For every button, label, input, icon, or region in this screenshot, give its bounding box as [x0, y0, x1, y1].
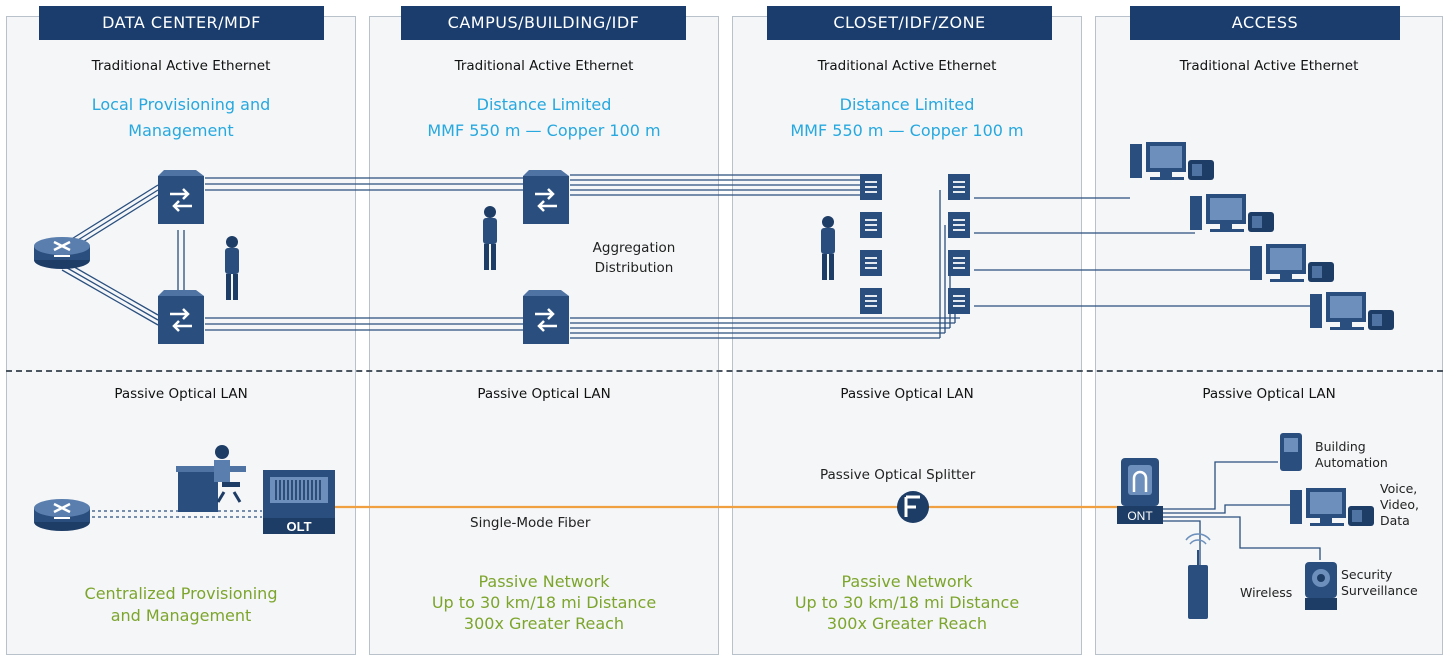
subtitle-pon-mdf: Passive Optical LAN [114, 386, 248, 402]
desktop-phone-icon [1310, 292, 1394, 330]
subtitle-pon-closet: Passive Optical LAN [840, 386, 974, 402]
core-switch-bottom-icon [156, 288, 206, 346]
note-line: Up to 30 km/18 mi Distance [431, 593, 657, 612]
subtitle-active-ethernet-closet: Traditional Active Ethernet [817, 58, 997, 74]
label-line: Aggregation [592, 240, 676, 256]
subtitle-active-ethernet-campus: Traditional Active Ethernet [454, 58, 634, 74]
subtitle-active-ethernet-access: Traditional Active Ethernet [1179, 58, 1359, 74]
access-switch-icon [947, 249, 971, 277]
label-line: Video, [1380, 497, 1419, 512]
aggregation-switch-top-icon [521, 168, 571, 226]
subtitle-pon-access: Passive Optical LAN [1202, 386, 1336, 402]
ont-icon [1117, 458, 1163, 524]
passive-optical-splitter-label: Passive Optical Splitter [820, 467, 976, 483]
voice-video-data-label: Voice, Video, Data [1380, 481, 1419, 529]
label-line: Building [1315, 439, 1366, 454]
note-distance-limited-campus: Distance Limited MMF 550 m — Copper 100 … [369, 92, 719, 144]
aggregation-switch-bottom-icon [521, 288, 571, 346]
wireless-access-point-icon [1185, 533, 1211, 619]
label-line: Automation [1315, 455, 1388, 470]
building-automation-label: Building Automation [1315, 439, 1388, 471]
closet-switch-icon [859, 287, 883, 315]
note-line: MMF 550 m — Copper 100 m [790, 121, 1024, 140]
tab-data-center: DATA CENTER/MDF [39, 6, 324, 40]
tab-campus: CAMPUS/BUILDING/IDF [401, 6, 686, 40]
core-switch-top-icon [156, 168, 206, 226]
label-line: Surveillance [1341, 583, 1418, 598]
note-line: Up to 30 km/18 mi Distance [794, 593, 1020, 612]
note-line: 300x Greater Reach [463, 614, 625, 633]
note-local-provisioning: Local Provisioning and Management [6, 92, 356, 144]
desktop-phone-icon [1290, 488, 1374, 526]
note-line: Centralized Provisioning [84, 584, 278, 603]
access-switch-icon [947, 173, 971, 201]
note-centralized-provisioning: Centralized Provisioning and Management [6, 583, 356, 627]
desktop-phone-icon [1190, 194, 1274, 232]
label-line: Distribution [594, 260, 674, 276]
building-automation-device-icon [1280, 433, 1302, 471]
single-mode-fiber-label: Single-Mode Fiber [470, 515, 591, 531]
aggregation-distribution-label: Aggregation Distribution [584, 238, 684, 278]
note-line: Passive Network [841, 572, 973, 591]
label-line: Security [1341, 567, 1393, 582]
closet-switch-icon [859, 173, 883, 201]
section-divider [6, 370, 1443, 372]
access-switch-icon [947, 287, 971, 315]
ont-label: ONT [1127, 509, 1153, 523]
subtitle-pon-campus: Passive Optical LAN [477, 386, 611, 402]
note-line: and Management [110, 606, 252, 625]
operator-desk-icon [176, 445, 246, 512]
security-surveillance-label: Security Surveillance [1341, 567, 1418, 599]
label-line: Voice, [1380, 481, 1418, 496]
note-line: MMF 550 m — Copper 100 m [427, 121, 661, 140]
note-line: Distance Limited [476, 95, 612, 114]
olt-label: OLT [286, 519, 311, 534]
closet-switch-icon [859, 249, 883, 277]
note-distance-limited-closet: Distance Limited MMF 550 m — Copper 100 … [732, 92, 1082, 144]
technician-icon [821, 216, 835, 280]
note-line: Passive Network [478, 572, 610, 591]
tab-access: ACCESS [1130, 6, 1400, 40]
label-line: Data [1380, 513, 1410, 528]
access-switch-icon [947, 211, 971, 239]
core-router-icon [32, 235, 92, 271]
wireless-label: Wireless [1240, 585, 1293, 600]
note-passive-network-campus: Passive Network Up to 30 km/18 mi Distan… [369, 571, 719, 634]
note-line: 300x Greater Reach [826, 614, 988, 633]
core-router-icon [32, 497, 92, 533]
note-line: Management [128, 121, 234, 140]
optical-splitter-icon [897, 491, 929, 523]
olt-icon [263, 470, 335, 534]
technician-icon [483, 206, 497, 270]
note-line: Distance Limited [839, 95, 975, 114]
subtitle-active-ethernet-mdf: Traditional Active Ethernet [91, 58, 271, 74]
desktop-phone-icon [1250, 244, 1334, 282]
security-camera-icon [1305, 562, 1337, 610]
closet-switch-icon [859, 211, 883, 239]
note-line: Local Provisioning and [91, 95, 271, 114]
desktop-phone-icon [1130, 142, 1214, 180]
tab-closet: CLOSET/IDF/ZONE [767, 6, 1052, 40]
technician-icon [225, 236, 239, 300]
note-passive-network-closet: Passive Network Up to 30 km/18 mi Distan… [732, 571, 1082, 634]
